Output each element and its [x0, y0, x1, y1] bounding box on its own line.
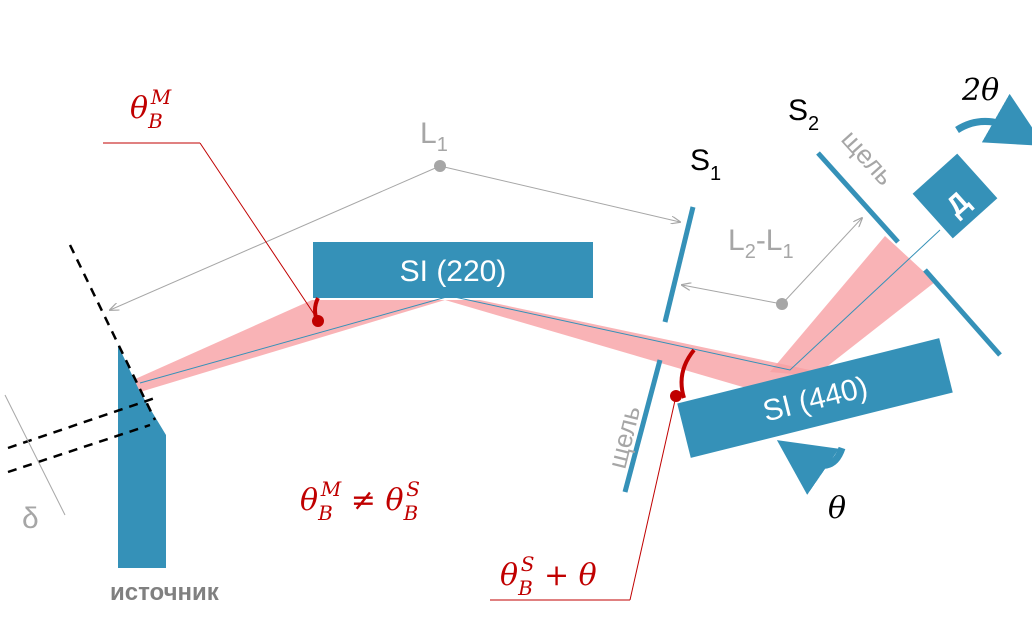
l2l1-point	[776, 298, 788, 310]
l1-point	[434, 160, 446, 172]
l2l1-arrow-left	[682, 285, 783, 305]
source-block	[118, 345, 166, 568]
delta-label: δ	[22, 502, 39, 535]
l1-arrow-left	[110, 165, 441, 310]
slit-s2-upper	[816, 151, 900, 244]
l2l1-label: L2-L1	[728, 224, 794, 263]
rotate-clockwise-arrow-icon	[955, 93, 1032, 146]
crystal-si-220	[313, 242, 593, 298]
delta-line-top	[7, 396, 156, 450]
theta-m-label: θBM	[130, 85, 172, 133]
slit-s1-lower	[622, 359, 663, 493]
beam-crystal1-to-crystal2	[445, 300, 810, 392]
theta-m-dot	[312, 315, 324, 327]
slit-s1-upper	[662, 206, 696, 323]
s2-label: S2	[788, 94, 819, 135]
inequality-label: θBM ≠ θBS	[300, 477, 420, 525]
l2l1-arrow-up	[781, 218, 862, 305]
l1-label: L1	[420, 117, 448, 156]
theta-m-leader-d	[199, 142, 319, 321]
delta-line-bottom	[7, 423, 151, 474]
l1-arrow-right	[439, 165, 680, 222]
slit-s2-lower	[923, 268, 1002, 357]
beam-source-to-crystal1	[133, 300, 445, 392]
theta-label: θ	[828, 491, 846, 526]
beam-crystal2-to-detector	[770, 236, 935, 376]
two-theta-label: 2θ	[961, 73, 999, 108]
central-ray	[139, 229, 941, 384]
s1-label: S1	[690, 144, 721, 185]
theta-s-arc	[679, 348, 696, 399]
detector	[912, 153, 998, 239]
delta-dimension-line	[4, 394, 66, 516]
source-plane-line	[68, 244, 157, 421]
rotate-counterclockwise-arrow-icon	[776, 440, 846, 495]
theta-s-plus-label: θBS + θ	[500, 552, 597, 600]
theta-s-leader-d	[629, 395, 677, 601]
crystal-si-220-label: SI (220)	[400, 255, 507, 288]
theta-s-dot	[670, 390, 682, 402]
source-label: источник	[110, 579, 220, 606]
